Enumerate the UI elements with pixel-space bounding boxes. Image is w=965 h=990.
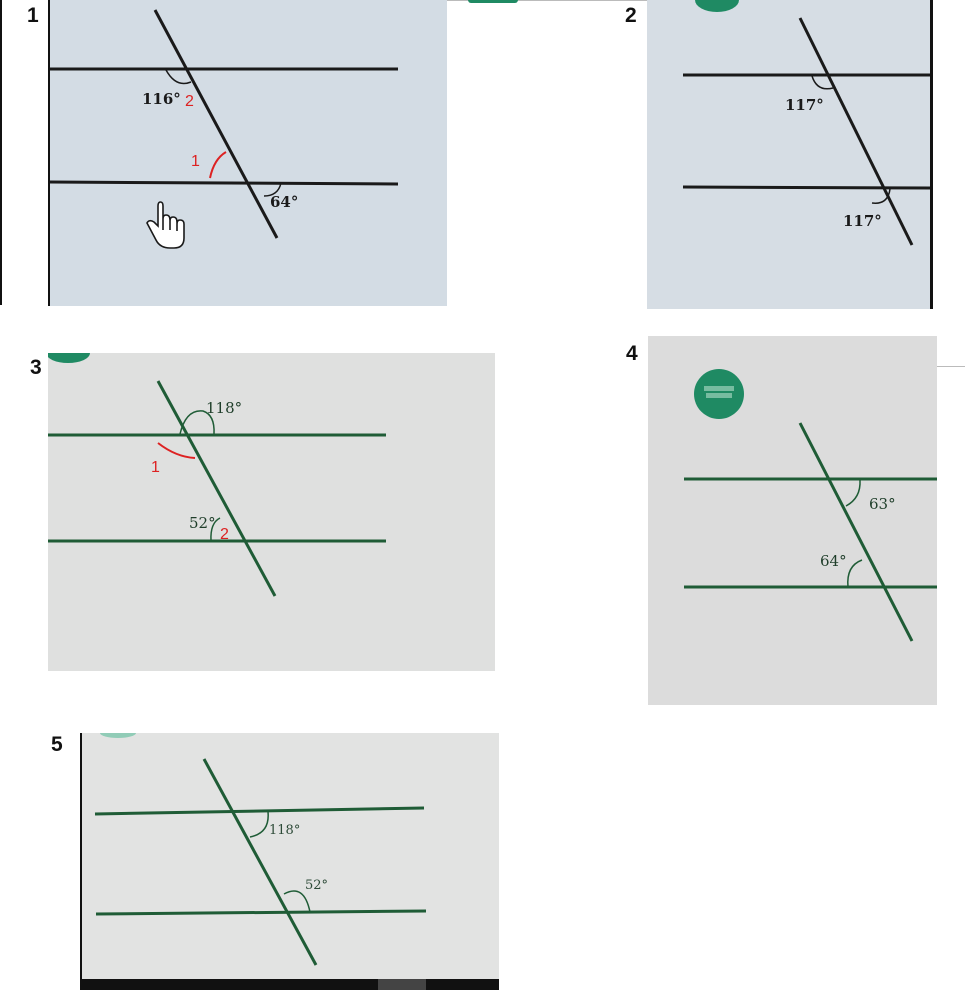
problem-1-figure: 116° 2 1 64° <box>48 0 447 306</box>
badge-fragment <box>695 0 739 12</box>
hand-pointer-icon <box>146 201 185 249</box>
left-border <box>0 0 2 305</box>
angle-label-118: 118° <box>206 399 242 417</box>
parallel-line-bottom <box>95 909 427 916</box>
publisher-badge-text <box>700 384 738 404</box>
angle-arc-118 <box>179 410 215 435</box>
angle-arc-118 <box>249 811 269 838</box>
top-divider-line <box>447 0 647 1</box>
marker-1: 1 <box>191 153 200 170</box>
angle-label-52: 52° <box>189 514 216 532</box>
angle-arc-63 <box>845 479 861 507</box>
angle-label-118: 118° <box>269 823 300 838</box>
right-divider-line <box>937 366 965 367</box>
transversal <box>156 380 277 597</box>
parallel-line-bottom <box>682 185 932 190</box>
problem-2-figure: 117° 117° <box>647 0 933 309</box>
marker-1-arc <box>157 442 196 459</box>
transversal <box>153 9 279 239</box>
problem-5-number: 5 <box>51 733 63 756</box>
transversal <box>798 422 914 642</box>
problem-1-number: 1 <box>27 4 39 27</box>
problem-2-number: 2 <box>625 4 637 27</box>
marker-1: 1 <box>151 459 160 476</box>
angle-label-116: 116° <box>142 90 181 108</box>
angle-arc-64 <box>847 559 863 588</box>
angle-arc-64 <box>263 182 282 197</box>
angle-arc-52 <box>210 517 221 542</box>
parallel-line-bottom <box>49 180 399 186</box>
angle-arc-top <box>811 75 834 90</box>
problem-3-figure: 118° 1 52° 2 <box>48 353 495 671</box>
top-green-fragment <box>468 0 518 3</box>
angle-arc-116 <box>165 69 192 85</box>
badge-fragment <box>100 733 136 738</box>
angle-label-63: 63° <box>869 495 896 513</box>
transversal <box>798 17 914 246</box>
marker-2: 2 <box>185 93 194 110</box>
angle-label-64: 64° <box>820 552 847 570</box>
angle-label-64: 64° <box>270 193 298 211</box>
problem-4-number: 4 <box>626 342 638 365</box>
parallel-line-top <box>94 806 425 816</box>
problem-4-figure: 63° 64° <box>648 336 937 705</box>
angle-label-117-bottom: 117° <box>843 212 882 230</box>
marker-1-arc <box>209 151 227 179</box>
problem-5-figure: 118° 52° <box>80 733 499 990</box>
badge-fragment <box>48 353 90 363</box>
transversal <box>202 758 318 966</box>
problem-3-number: 3 <box>30 356 42 379</box>
angle-label-117-top: 117° <box>785 96 824 114</box>
marker-2: 2 <box>220 526 229 543</box>
angle-arc-52 <box>283 890 311 913</box>
angle-label-52: 52° <box>305 878 328 893</box>
angle-arc-bottom <box>871 188 891 204</box>
